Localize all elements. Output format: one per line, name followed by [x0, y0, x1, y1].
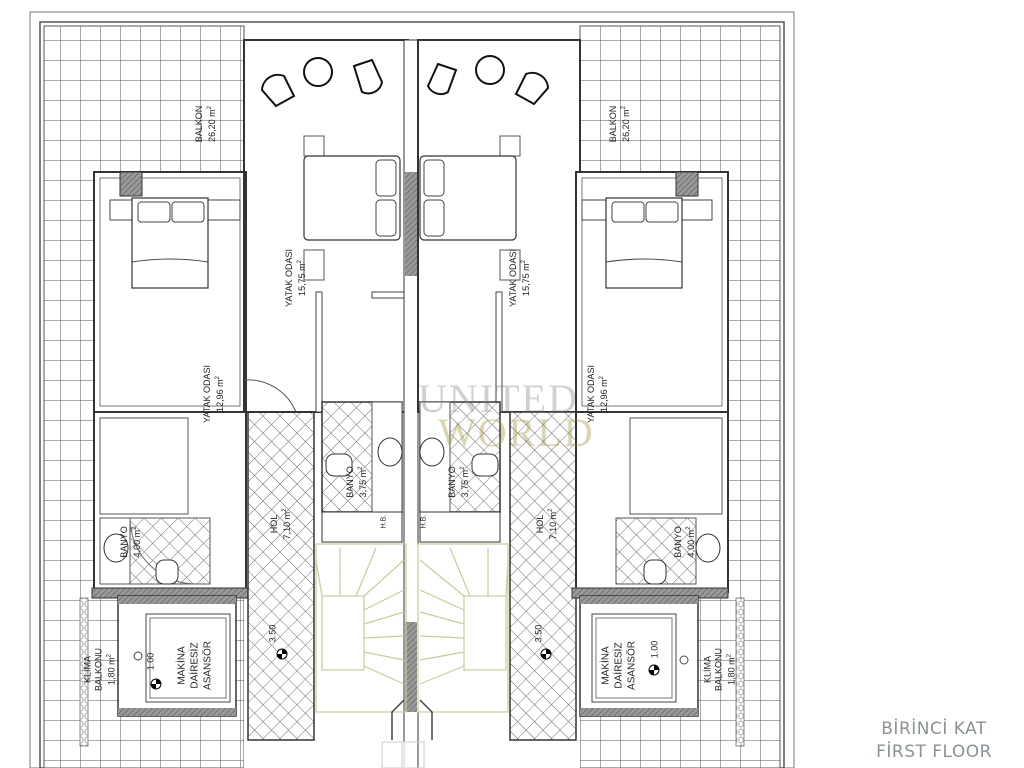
room-name: YATAK ODASI	[202, 365, 212, 424]
label-bedroom-large-left: YATAK ODASI 15,75 m2	[284, 236, 308, 320]
room-name: HOL	[269, 514, 279, 534]
label-hb-left: H.B.	[380, 514, 388, 529]
room-name: BALKON	[194, 105, 204, 143]
room-name: YATAK ODASI	[284, 249, 294, 308]
label-bath-side-left: BANYO 4,00 m2	[119, 517, 143, 567]
room-area: 7,10 m2	[282, 508, 292, 540]
label-bath-side-right: BANYO 4,00 m2	[673, 517, 697, 567]
level-elevator-left: 1.00	[145, 652, 156, 671]
elevator-line-2: DAİRESİZ	[613, 642, 625, 689]
floor-caption: BİRİNCİ KAT FİRST FLOOR	[876, 718, 992, 764]
right-hall-floor	[509, 411, 577, 741]
room-area: 3,75 m2	[358, 466, 368, 498]
room-name: BALKON	[608, 105, 618, 143]
label-hall-right: HOL 7,10 m2	[535, 499, 559, 549]
room-name: BANYO	[447, 466, 457, 498]
level-hall-left: 3.50	[267, 624, 278, 643]
label-ac-balcony-left: KLİMA BALKONU 1,80 m2	[83, 640, 118, 700]
level-hall-right: 3.50	[533, 624, 544, 643]
label-elevator-left: MAKİNA DAİRESİZ ASANSÖR	[176, 631, 215, 701]
label-elevator-right: MAKİNA DAİRESİZ ASANSÖR	[600, 631, 639, 701]
label-bath-center-right: BANYO 3,75 m2	[447, 457, 471, 507]
room-area: 26,20 m2	[207, 106, 217, 142]
label-ac-balcony-right: KLİMA BALKONU 1,80 m2	[703, 640, 738, 700]
room-name: YATAK ODASI	[586, 365, 596, 424]
room-area: 12,96 m2	[599, 376, 609, 412]
label-balcony-right: BALKON 26,20 m2	[608, 94, 632, 154]
left-ac-balcony-rail	[79, 597, 89, 747]
room-area: 15,75 m2	[297, 260, 307, 296]
label-balcony-left: BALKON 26,20 m2	[194, 94, 218, 154]
right-ac-balcony-rail	[735, 597, 745, 747]
level-elevator-right: 1.00	[649, 640, 660, 659]
room-area: 4,00 m2	[686, 526, 696, 558]
elevator-line-1: MAKİNA	[176, 646, 188, 685]
lounge-chairs-left	[260, 57, 384, 108]
elevator-line-3: ASANSÖR	[202, 641, 214, 690]
room-name: BANYO	[673, 526, 683, 558]
room-area: 1,80 m2	[726, 654, 737, 685]
left-hall-floor	[247, 411, 315, 741]
room-name: YATAK ODASI	[508, 249, 518, 308]
room-area: 4,00 m2	[132, 526, 142, 558]
room-area: 26,20 m2	[621, 106, 631, 142]
elevator-line-1: MAKİNA	[600, 646, 612, 685]
floor-caption-en: FİRST FLOOR	[876, 742, 992, 762]
staircase	[315, 543, 509, 713]
room-name: KLİMA	[702, 656, 713, 684]
room-name: HOL	[535, 514, 545, 534]
elevator-line-2: DAİRESİZ	[189, 642, 201, 689]
room-name-2: BALKONU	[713, 648, 724, 692]
label-bedroom-small-right: YATAK ODASI 12,96 m2	[586, 352, 610, 436]
elevator-line-3: ASANSÖR	[626, 641, 638, 690]
label-bath-center-left: BANYO 3,75 m2	[345, 457, 369, 507]
room-name: KLİMA	[82, 656, 93, 684]
floor-caption-tr: BİRİNCİ KAT	[881, 719, 987, 739]
label-hall-left: HOL 7,10 m2	[269, 499, 293, 549]
room-area: 15,75 m2	[521, 260, 531, 296]
room-name-2: BALKONU	[93, 648, 104, 692]
outer-boundary	[29, 11, 795, 768]
room-name: BANYO	[119, 526, 129, 558]
lounge-chairs-right	[426, 55, 550, 106]
label-bedroom-small-left: YATAK ODASI 12,96 m2	[202, 352, 226, 436]
room-area: 1,80 m2	[106, 654, 117, 685]
room-area: 12,96 m2	[215, 376, 225, 412]
room-area: 7,10 m2	[548, 508, 558, 540]
room-area: 3,75 m2	[460, 466, 470, 498]
label-bedroom-large-right: YATAK ODASI 15,75 m2	[508, 236, 532, 320]
room-name: BANYO	[345, 466, 355, 498]
label-hb-right: H.B.	[420, 514, 428, 529]
